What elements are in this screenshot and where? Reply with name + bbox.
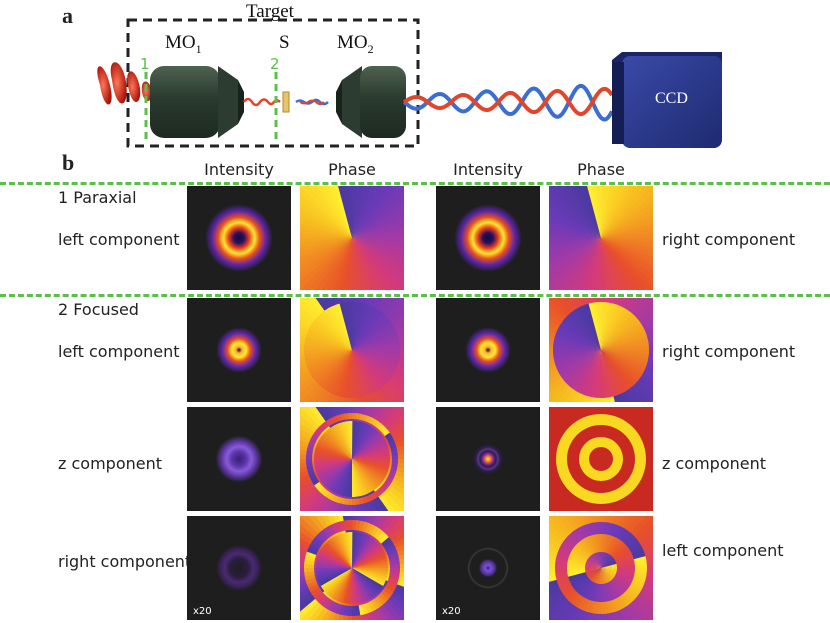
output-wave bbox=[402, 83, 614, 122]
magnification-label: x20 bbox=[442, 606, 461, 617]
ccd-camera bbox=[612, 52, 722, 148]
mo2-objective bbox=[336, 66, 406, 138]
phase-tile-r2-c2 bbox=[300, 298, 404, 402]
phase-tile-r4-c4 bbox=[549, 516, 653, 620]
section-paraxial-label: 1 Paraxial bbox=[58, 188, 137, 207]
phase-tile-r4-c2 bbox=[300, 516, 404, 620]
section-focused-label: 2 Focused bbox=[58, 300, 139, 319]
optical-setup-diagram bbox=[97, 18, 722, 148]
row3-left-label: z component bbox=[58, 454, 162, 473]
mo1-subscript: 1 bbox=[195, 41, 202, 56]
phase-tile-r3-c4 bbox=[549, 407, 653, 511]
row2-left-label: left component bbox=[58, 342, 180, 361]
mo1-objective bbox=[150, 66, 244, 138]
magnification-label: x20 bbox=[193, 606, 212, 617]
mo2-text: MO bbox=[337, 32, 368, 53]
plane-1-label: 1 bbox=[140, 55, 150, 73]
row4-right-label: left component bbox=[662, 541, 784, 560]
input-beam bbox=[97, 62, 152, 105]
header-phase-2: Phase bbox=[577, 160, 625, 179]
intensity-tile-r4-c3: x20 bbox=[436, 516, 540, 620]
section-divider-1 bbox=[0, 182, 830, 185]
header-phase-1: Phase bbox=[328, 160, 376, 179]
phase-tile-r3-c2 bbox=[300, 407, 404, 511]
intensity-tile-r2-c3 bbox=[436, 298, 540, 402]
row1-right-label: right component bbox=[662, 230, 796, 249]
section-divider-2 bbox=[0, 294, 830, 297]
intensity-tile-r3-c1 bbox=[187, 407, 291, 511]
mo1-label: MO1 bbox=[165, 32, 202, 57]
panel-b-letter: b bbox=[62, 150, 75, 175]
target-label: Target bbox=[246, 1, 294, 22]
phase-tile-r2-c4 bbox=[549, 298, 653, 402]
intensity-tile-r1-c1 bbox=[187, 186, 291, 290]
mo2-subscript: 2 bbox=[367, 41, 374, 56]
plane-2-label: 2 bbox=[270, 55, 280, 73]
header-intensity-1: Intensity bbox=[204, 160, 274, 179]
intensity-tile-r3-c3 bbox=[436, 407, 540, 511]
row3-right-label: z component bbox=[662, 454, 766, 473]
row4-left-label: right component bbox=[58, 552, 192, 571]
ccd-label: CCD bbox=[655, 90, 688, 107]
intensity-tile-r2-c1 bbox=[187, 298, 291, 402]
sample-label: S bbox=[279, 32, 290, 53]
phase-tile-r1-c4 bbox=[549, 186, 653, 290]
row1-left-label: left component bbox=[58, 230, 180, 249]
sample-slab bbox=[282, 91, 290, 113]
panel-a-letter: a bbox=[62, 3, 73, 28]
intensity-tile-r4-c1: x20 bbox=[187, 516, 291, 620]
row2-right-label: right component bbox=[662, 342, 796, 361]
intensity-tile-r1-c3 bbox=[436, 186, 540, 290]
header-intensity-2: Intensity bbox=[453, 160, 523, 179]
mo2-label: MO2 bbox=[337, 32, 374, 57]
mo1-text: MO bbox=[165, 32, 196, 53]
phase-tile-r1-c2 bbox=[300, 186, 404, 290]
